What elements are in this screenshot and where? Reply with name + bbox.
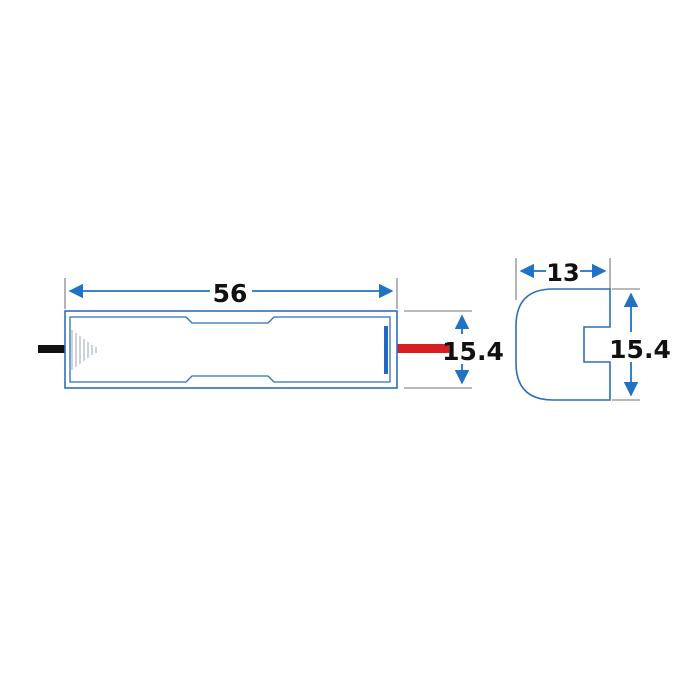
holder-inner-cavity — [69, 316, 391, 383]
negative-wire — [38, 345, 66, 353]
positive-wire — [397, 344, 449, 353]
height-label-side: 15.4 — [442, 337, 504, 366]
spring-contact — [71, 330, 97, 370]
width-label-end: 13 — [546, 259, 579, 287]
height-label-side-bg — [450, 334, 496, 364]
width-label-bg — [546, 257, 580, 285]
height-label-end: 15.4 — [609, 335, 671, 364]
length-label-bg — [210, 276, 252, 306]
length-label: 56 — [213, 279, 248, 308]
height-label-end-bg — [617, 332, 665, 362]
end-profile-outline — [515, 288, 611, 401]
side-view: 56 15.4 — [38, 276, 504, 389]
holder-body-outline — [64, 310, 398, 389]
plate-contact — [384, 326, 388, 374]
end-view: 13 15.4 — [515, 257, 671, 401]
